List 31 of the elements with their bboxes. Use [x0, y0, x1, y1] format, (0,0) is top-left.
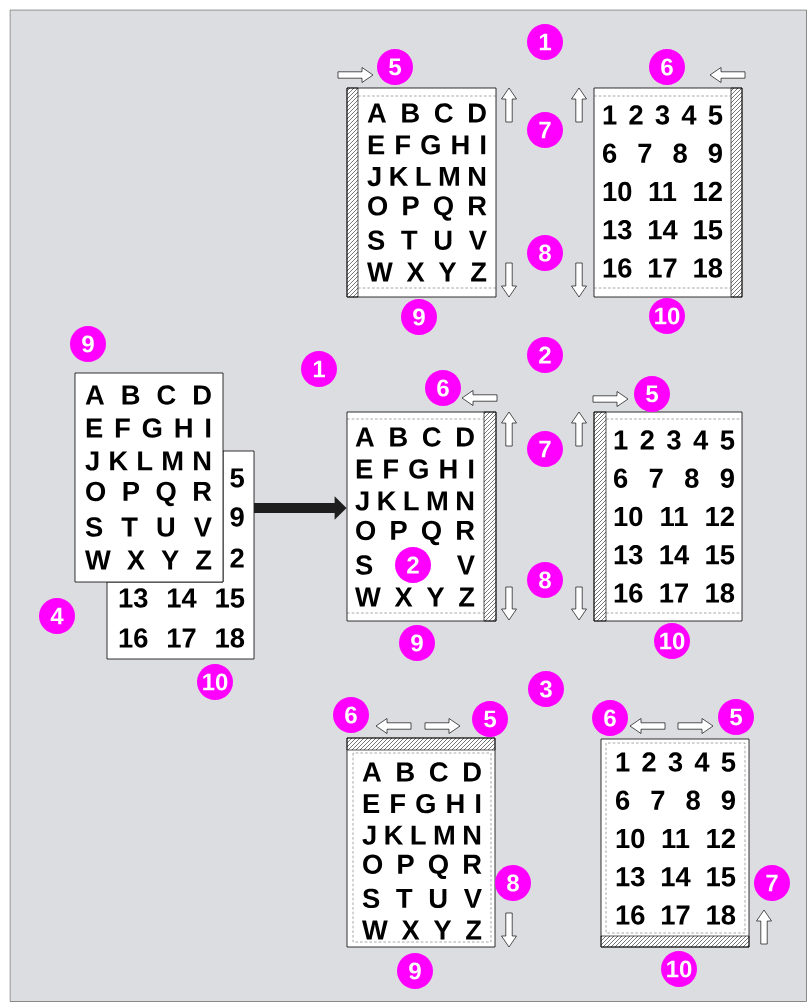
callout-number: 9	[401, 299, 437, 335]
callout-number: 9	[397, 953, 433, 989]
callout-number: 6	[333, 697, 369, 733]
callout-number: 3	[528, 671, 564, 707]
page: A B C D E F G H I J K L M N O P Q R S T U V W X Y Z	[74, 372, 224, 583]
callout-number: 8	[495, 865, 531, 901]
callout-number: 9	[70, 326, 106, 362]
callout-number: 2	[527, 337, 563, 373]
callout-number: 8	[527, 562, 563, 598]
callout-number: 7	[527, 112, 563, 148]
callout-number: 5	[472, 701, 508, 737]
callout-number: 6	[425, 370, 461, 406]
callout-number: 5	[377, 49, 413, 85]
page: 1 2 3 4 5 6 7 8 9 10 11 12 13 14 15 16 17 18	[600, 742, 750, 948]
callout-number: 7	[527, 431, 563, 467]
callout-number: 2	[395, 547, 431, 583]
callout-number: 1	[301, 351, 337, 387]
callout-number: 10	[197, 664, 233, 700]
callout-number: 4	[39, 598, 75, 634]
callout-number: 6	[649, 49, 685, 85]
callout-number: 6	[592, 700, 628, 736]
callout-number: 5	[718, 699, 754, 735]
page: A B C D E F G H I J K L M N O P Q R S T U V W X Y Z	[346, 737, 496, 943]
callout-number: 8	[527, 235, 563, 271]
callout-number: 10	[661, 951, 697, 987]
callout-number: 1	[527, 24, 563, 60]
callout-number: 5	[634, 376, 670, 412]
callout-number: 7	[754, 865, 790, 901]
callout-number: 10	[654, 623, 690, 659]
callout-number: 9	[399, 625, 435, 661]
callout-number: 10	[649, 298, 685, 334]
